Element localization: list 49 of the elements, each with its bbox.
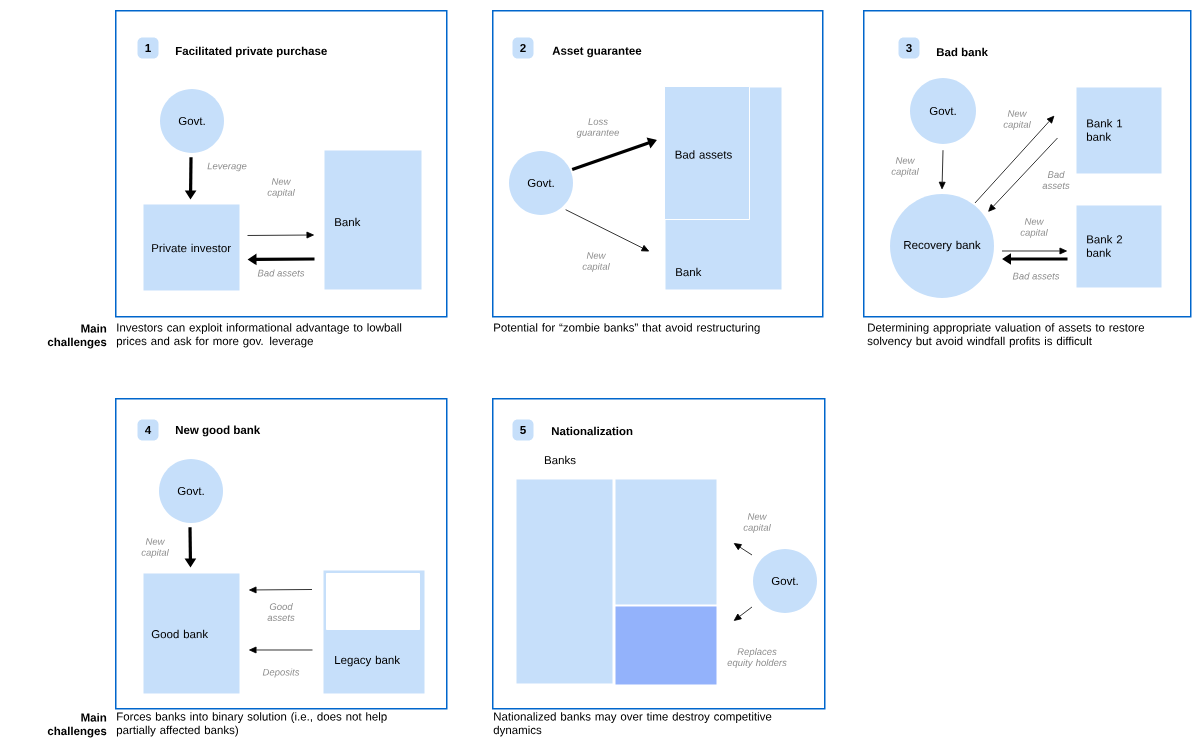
edge-label: Bad assets	[1042, 171, 1070, 189]
bank-block: Private investor	[142, 203, 241, 292]
challenge-text: Nationalized banks may over time destroy competitive dynamics	[493, 712, 772, 737]
arrow	[565, 209, 649, 252]
arrow	[974, 115, 1055, 204]
bank-block	[515, 478, 614, 685]
bank-block: Bank 1 bank	[1075, 86, 1163, 175]
edge-label: New capital	[582, 252, 610, 272]
challenge-text: Determining appropriate valuation of assets to restore solvency but avoid windfall profits is difficult	[867, 323, 1145, 348]
bank-block: Bad assets	[664, 86, 750, 220]
challenge-text: Investors can exploit informational advantage to lowball prices and ask for more gov. leverage	[116, 323, 402, 348]
edge-label: New capital	[743, 513, 771, 533]
edge-label: New capital	[267, 178, 295, 198]
number-badge: 1	[137, 37, 159, 59]
group-heading: Banks	[544, 455, 576, 465]
bank-block	[326, 573, 420, 630]
edge-label: Replaces equity holders	[727, 648, 787, 668]
bank-block: Good bank	[142, 572, 241, 695]
row-heading: Main challenges	[47, 324, 107, 349]
bank-block	[614, 605, 718, 686]
challenge-text: Forces banks into binary solution (i.e., does not help partially affected banks)	[116, 712, 387, 737]
arrow	[247, 231, 314, 239]
edge-label: Loss guarantee	[576, 118, 620, 138]
number-badge: 2	[512, 37, 534, 59]
edge-label: Good assets	[267, 603, 295, 621]
edge-label: Leverage	[207, 162, 247, 172]
arrow	[733, 543, 753, 556]
arrow	[1001, 247, 1067, 255]
edge-label: New capital	[1020, 218, 1048, 238]
bank-block: Bank 2 bank	[1075, 204, 1163, 289]
edge-label: Deposits	[262, 668, 300, 678]
edge-label: New capital	[891, 157, 919, 177]
number-badge: 3	[898, 37, 920, 59]
edge-label: New capital	[141, 538, 169, 558]
arrow	[988, 137, 1058, 212]
bank-block	[614, 478, 718, 606]
edge-label: New capital	[1003, 110, 1031, 130]
arrow	[571, 137, 657, 171]
arrow	[938, 149, 946, 190]
number-badge: 5	[512, 419, 534, 441]
bank-block: Bank	[323, 149, 423, 291]
arrow	[733, 606, 753, 621]
number-badge: 4	[137, 419, 159, 441]
arrow	[249, 646, 313, 654]
edge-label: Bad assets	[257, 269, 305, 277]
edge-label: Bad assets	[1012, 272, 1060, 280]
row-heading: Main challenges	[47, 713, 107, 738]
challenge-text: Potential for “zombie banks” that avoid restructuring	[494, 323, 760, 334]
arrow	[249, 586, 313, 594]
